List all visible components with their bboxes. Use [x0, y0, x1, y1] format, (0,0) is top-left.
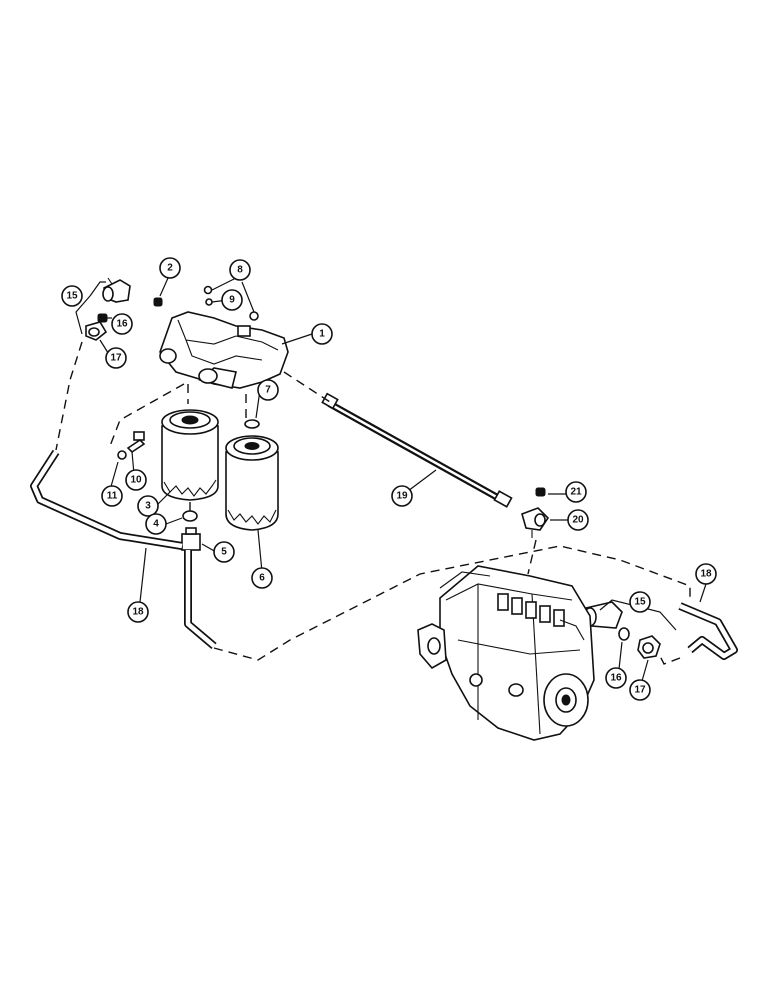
svg-text:1: 1 — [319, 329, 325, 340]
callout-9: 9 — [221, 289, 243, 311]
callout-16-right: 16 — [605, 667, 627, 689]
callout-17-right: 17 — [629, 679, 651, 701]
screw-pair — [203, 285, 259, 321]
fuel-line-18-left — [30, 449, 217, 650]
svg-text:16: 16 — [610, 673, 622, 684]
washer-11 — [117, 450, 127, 460]
nut-16b — [618, 627, 630, 641]
svg-text:17: 17 — [634, 685, 646, 696]
callout-19: 19 — [391, 485, 413, 507]
callout-2: 2 — [159, 257, 181, 279]
callout-15-left: 15 — [61, 285, 83, 307]
svg-text:15: 15 — [634, 597, 646, 608]
fitting-5 — [181, 527, 201, 551]
leader-lines — [75, 277, 707, 689]
callout-10: 10 — [125, 469, 147, 491]
callout-18-right: 18 — [695, 563, 717, 585]
filter-element-left — [161, 409, 219, 501]
nut-16 — [97, 313, 108, 323]
svg-text:21: 21 — [570, 487, 582, 498]
plug-21 — [535, 487, 546, 497]
callout-17-left: 17 — [105, 347, 127, 369]
banjo-fitting-20 — [521, 507, 550, 538]
svg-text:2: 2 — [167, 263, 173, 274]
callout-15-right: 15 — [629, 591, 651, 613]
fuel-line-18-right — [678, 602, 738, 660]
svg-text:7: 7 — [265, 385, 271, 396]
svg-text:18: 18 — [132, 607, 144, 618]
svg-text:15: 15 — [66, 291, 78, 302]
filter-head — [159, 311, 289, 389]
o-ring-7 — [244, 419, 260, 429]
o-ring-4 — [182, 510, 198, 522]
plug — [153, 297, 163, 307]
callout-6: 6 — [251, 567, 273, 589]
nut-17 — [85, 321, 108, 341]
svg-text:20: 20 — [572, 515, 584, 526]
callout-16-left: 16 — [111, 313, 133, 335]
nut-17b — [637, 635, 661, 659]
svg-text:18: 18 — [700, 569, 712, 580]
svg-text:6: 6 — [259, 573, 265, 584]
filter-element-right — [225, 435, 279, 531]
svg-text:4: 4 — [153, 519, 159, 530]
callout-4: 4 — [145, 513, 167, 535]
callout-8: 8 — [229, 259, 251, 281]
svg-text:10: 10 — [130, 475, 142, 486]
injection-pump — [417, 565, 595, 741]
callout-1: 1 — [311, 323, 333, 345]
callout-11: 11 — [101, 485, 123, 507]
elbow-fitting-15 — [102, 277, 131, 303]
callout-18-left: 18 — [127, 601, 149, 623]
callout-21: 21 — [565, 481, 587, 503]
svg-text:19: 19 — [396, 491, 408, 502]
fuel-pipe-19 — [321, 392, 513, 508]
svg-text:3: 3 — [145, 501, 151, 512]
svg-text:9: 9 — [229, 295, 235, 306]
svg-text:8: 8 — [237, 265, 243, 276]
callout-5: 5 — [213, 541, 235, 563]
assembly-lines — [55, 341, 691, 665]
callout-7: 7 — [257, 379, 279, 401]
svg-text:11: 11 — [107, 491, 118, 502]
bolt-10 — [126, 431, 146, 454]
callout-20: 20 — [567, 509, 589, 531]
svg-text:5: 5 — [221, 547, 227, 558]
callout-3: 3 — [137, 495, 159, 517]
svg-text:16: 16 — [116, 319, 128, 330]
svg-text:17: 17 — [110, 353, 122, 364]
